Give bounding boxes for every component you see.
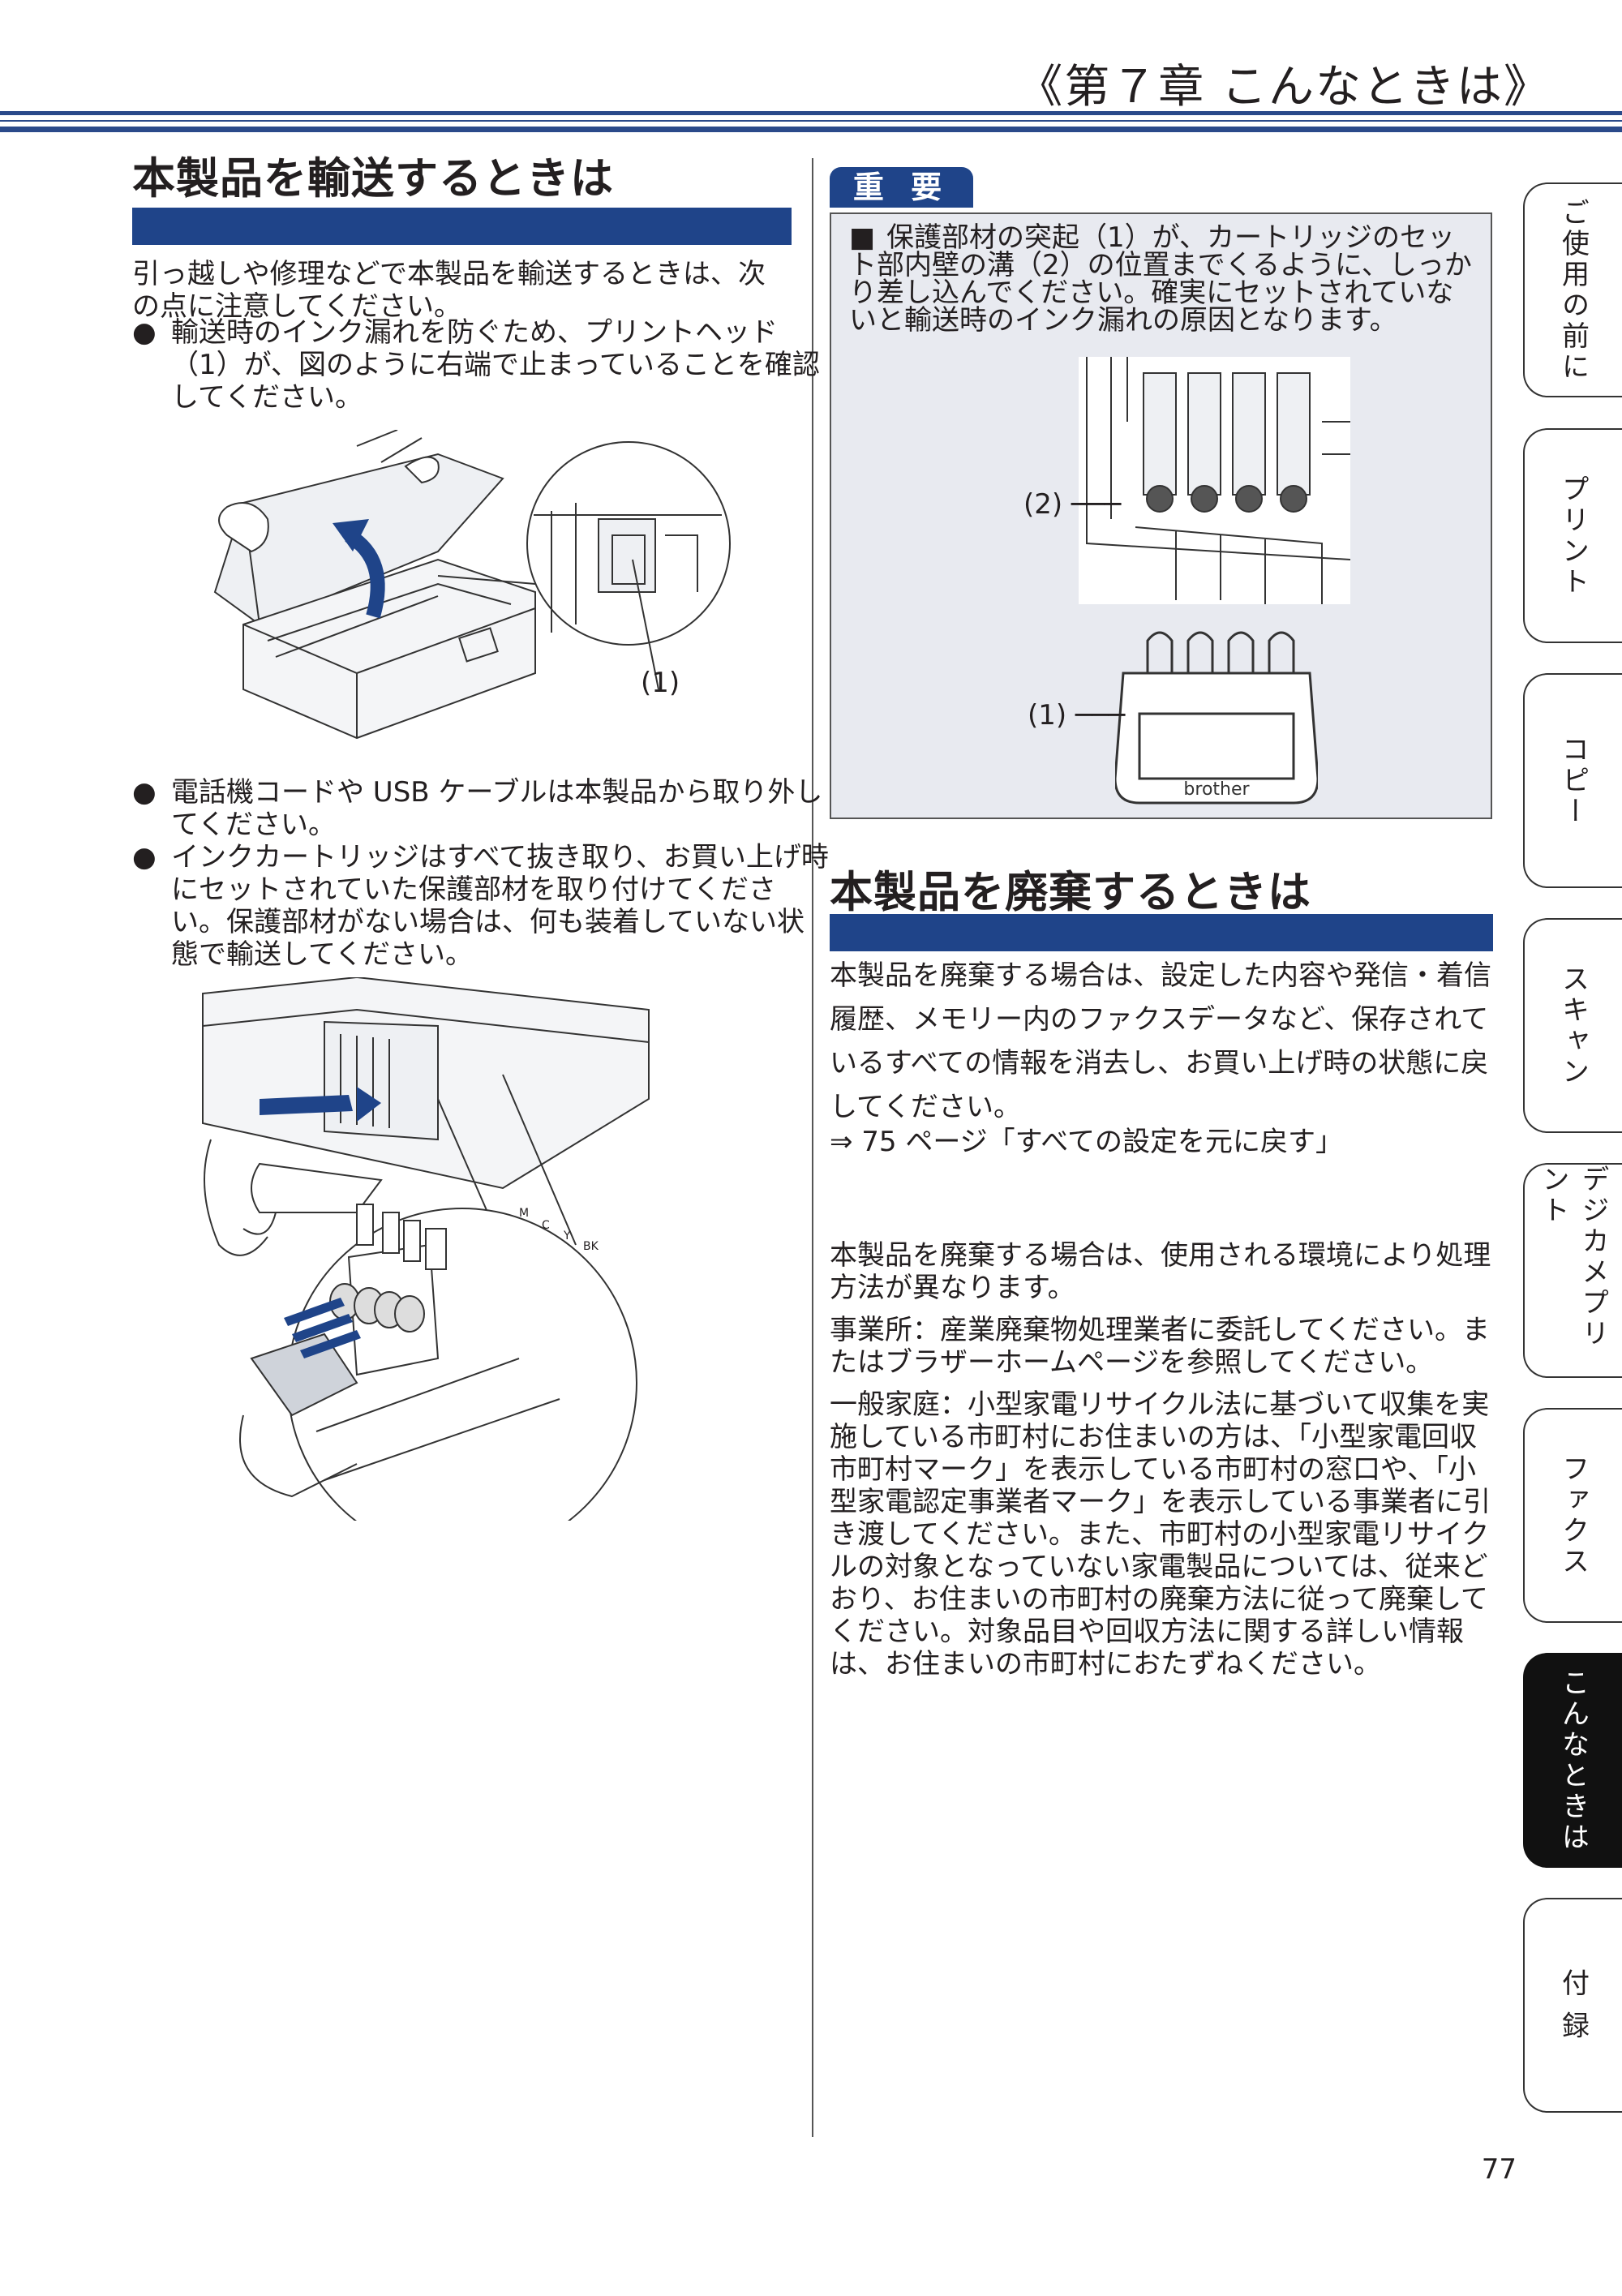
tab-appendix[interactable]: 付 録 — [1523, 1898, 1622, 2113]
part-label-1: (1) ─── — [1028, 699, 1126, 732]
figure-cartridge-slot — [1079, 357, 1351, 604]
page-number: 77 — [1481, 2153, 1517, 2186]
figure-printhead — [195, 429, 746, 754]
section-title-bar — [132, 208, 792, 245]
header-rule — [0, 120, 1622, 122]
printer-open-illustration — [213, 429, 731, 740]
tab-label: 付 録 — [1556, 1968, 1590, 2042]
ink-label-m: M — [519, 1207, 530, 1220]
tab-label: ファクス — [1556, 1453, 1590, 1577]
section-title-transport: 本製品を輸送するときは — [132, 154, 614, 204]
bullet-text: 輸送時のインク漏れを防ぐため、プリントヘッド（1）が、図のように右端で止まってい… — [171, 316, 820, 414]
bullet-text: インクカートリッジはすべて抜き取り、お買い上げ時にセットされていた保護部材を取り… — [171, 841, 829, 971]
disposal-para-household: 一般家庭：小型家電リサイクル法に基づいて収集を実施している市町村にお住まいの方は… — [830, 1388, 1491, 1680]
tab-fax[interactable]: ファクス — [1523, 1408, 1622, 1623]
disposal-para-1: 本製品を廃棄する場合は、設定した内容や発信・着信履歴、メモリー内のファクスデータ… — [830, 959, 1491, 1123]
ink-label-y: Y — [564, 1230, 571, 1242]
tab-label: コピー — [1556, 734, 1590, 827]
section-title-bar — [830, 914, 1493, 951]
ink-label-bk: BK — [583, 1240, 599, 1253]
bullet-mark: ● — [132, 776, 157, 809]
slot-label-2-text: (2) — [1023, 488, 1063, 521]
tab-scan[interactable]: スキャン — [1523, 918, 1622, 1133]
figure-label-1: (1) — [641, 667, 680, 699]
ink-label-c: C — [542, 1219, 550, 1232]
tab-label: デジカメプリント — [1537, 1165, 1609, 1350]
tab-before-use[interactable]: ご使用の前に — [1523, 182, 1622, 397]
cross-reference-link[interactable]: ⇒ 75 ページ「すべての設定を元に戻す」 — [830, 1126, 1343, 1158]
transport-intro: 引っ越しや修理などで本製品を輸送するときは、次の点に注意してください。 — [132, 258, 766, 323]
section-title-disposal: 本製品を廃棄するときは — [830, 868, 1311, 917]
part-label-1-text: (1) — [1028, 699, 1067, 732]
transport-bullet-1: ● 輸送時のインク漏れを防ぐため、プリントヘッド（1）が、図のように右端で止まって… — [132, 316, 830, 414]
cartridge-slot-illustration — [1086, 357, 1351, 604]
column-divider — [812, 158, 813, 2137]
important-badge: 重 要 — [830, 167, 973, 208]
disposal-para-2: 本製品を廃棄する場合は、使用される環境により処理方法が異なります。 — [830, 1239, 1491, 1304]
bullet-mark: ● — [132, 316, 157, 349]
protective-part-illustration: brother — [1114, 631, 1319, 805]
slot-label-2: (2) ─── — [1023, 488, 1122, 521]
bullet-text: 電話機コードや USB ケーブルは本製品から取り外してください。 — [171, 776, 823, 841]
important-text: ■保護部材の突起（1）が、カートリッジのセット部内壁の溝（2）の位置までくるよう… — [849, 224, 1474, 334]
transport-bullet-3: ● インクカートリッジはすべて抜き取り、お買い上げ時にセットされていた保護部材を取… — [132, 841, 830, 971]
tab-troubleshooting[interactable]: こんなときは — [1523, 1653, 1622, 1868]
bullet-mark: ● — [132, 841, 157, 873]
tab-label: ご使用の前に — [1556, 197, 1590, 383]
figure-protective-part-closeup: brother — [1114, 624, 1319, 807]
figure-protective-part — [195, 976, 746, 1558]
important-text-body: 保護部材の突起（1）が、カートリッジのセット部内壁の溝（2）の位置までくるように… — [849, 221, 1472, 337]
tab-photo-print[interactable]: デジカメプリント — [1523, 1163, 1622, 1378]
brand-text: brother — [1183, 779, 1250, 800]
cartridge-insert-illustration — [202, 976, 650, 1558]
transport-bullet-2: ● 電話機コードや USB ケーブルは本製品から取り外してください。 — [132, 776, 830, 841]
tab-print[interactable]: プリント — [1523, 428, 1622, 643]
disposal-para-business: 事業所：産業廃棄物処理業者に委託してください。またはブラザーホームページを参照し… — [830, 1314, 1490, 1379]
square-mark: ■ — [849, 221, 876, 254]
tab-label: プリント — [1556, 474, 1590, 598]
tab-label: こんなときは — [1556, 1667, 1590, 1853]
chapter-title: 《第７章 こんなときは》 — [1017, 61, 1551, 114]
tab-copy[interactable]: コピー — [1523, 673, 1622, 888]
tab-label: スキャン — [1556, 963, 1590, 1088]
header-rule — [0, 111, 1622, 115]
header-rule — [0, 127, 1622, 132]
